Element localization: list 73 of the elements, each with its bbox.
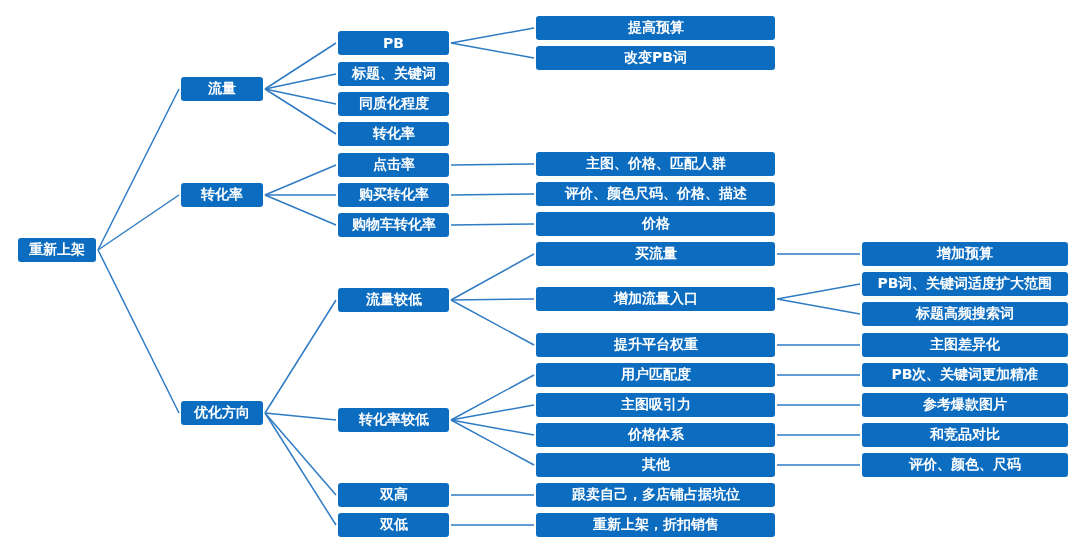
- connector-line: [97, 88, 180, 251]
- topic-box: 流量: [181, 77, 263, 101]
- topic-box: 重新上架: [18, 238, 96, 262]
- connector-line: [776, 374, 861, 376]
- connector-line: [450, 193, 535, 196]
- connector-line: [264, 88, 337, 105]
- connector-line: [264, 299, 337, 414]
- topic-box: 优化方向: [181, 401, 263, 425]
- topic-box: 其他: [536, 453, 775, 477]
- topic-box: 评价、颜色、尺码: [862, 453, 1068, 477]
- topic-box: 价格: [536, 212, 775, 236]
- topic-box: 转化率: [181, 183, 263, 207]
- connector-line: [450, 223, 535, 226]
- connector-line: [450, 42, 535, 59]
- connector-line: [450, 374, 535, 421]
- connector-line: [776, 434, 861, 436]
- topic-box: 流量较低: [338, 288, 449, 312]
- connector-line: [264, 412, 337, 496]
- topic-box: 重新上架，折扣销售: [536, 513, 775, 537]
- connector-line: [776, 344, 861, 346]
- connector-line: [776, 283, 861, 300]
- connector-line: [450, 253, 535, 301]
- topic-box: 购物车转化率: [338, 213, 449, 237]
- topic-box: PB词、关键词适度扩大范围: [862, 272, 1068, 296]
- topic-box: 增加流量入口: [536, 287, 775, 311]
- topic-box: 参考爆款图片: [862, 393, 1068, 417]
- connector-line: [264, 412, 337, 526]
- connector-line: [450, 299, 535, 346]
- connector-line: [450, 163, 535, 166]
- topic-box: 同质化程度: [338, 92, 449, 116]
- topic-box: PB次、关键词更加精准: [862, 363, 1068, 387]
- topic-box: 双低: [338, 513, 449, 537]
- connector-line: [97, 249, 180, 414]
- topic-box: 主图、价格、匹配人群: [536, 152, 775, 176]
- topic-box: 标题、关键词: [338, 62, 449, 86]
- connector-line: [450, 404, 535, 421]
- topic-box: 跟卖自己，多店铺占据坑位: [536, 483, 775, 507]
- topic-box: 用户匹配度: [536, 363, 775, 387]
- connector-line: [776, 298, 861, 315]
- connector-line: [450, 419, 535, 436]
- topic-box: 买流量: [536, 242, 775, 266]
- topic-box: 改变PB词: [536, 46, 775, 70]
- connector-line: [450, 494, 535, 496]
- topic-box: 主图差异化: [862, 333, 1068, 357]
- connector-line: [97, 194, 180, 251]
- topic-box: 转化率: [338, 122, 449, 146]
- connector-line: [264, 42, 337, 90]
- topic-box: 和竞品对比: [862, 423, 1068, 447]
- connector-line: [450, 419, 535, 466]
- connector-line: [776, 404, 861, 406]
- topic-box: 购买转化率: [338, 183, 449, 207]
- topic-box: 提升平台权重: [536, 333, 775, 357]
- connector-line: [264, 194, 337, 226]
- connector-line: [776, 464, 861, 466]
- connector-line: [450, 298, 535, 301]
- connector-line: [264, 164, 337, 196]
- topic-box: 价格体系: [536, 423, 775, 447]
- topic-box: 增加预算: [862, 242, 1068, 266]
- connector-line: [450, 27, 535, 44]
- connector-line: [264, 412, 337, 421]
- topic-box: 主图吸引力: [536, 393, 775, 417]
- topic-box: 标题高频搜索词: [862, 302, 1068, 326]
- topic-box: PB: [338, 31, 449, 55]
- topic-box: 提高预算: [536, 16, 775, 40]
- connector-line: [264, 88, 337, 135]
- connector-line: [264, 194, 337, 196]
- topic-box: 转化率较低: [338, 408, 449, 432]
- topic-box: 点击率: [338, 153, 449, 177]
- connector-line: [776, 253, 861, 255]
- connector-line: [264, 73, 337, 90]
- topic-box: 评价、颜色尺码、价格、描述: [536, 182, 775, 206]
- connector-line: [450, 524, 535, 526]
- topic-box: 双高: [338, 483, 449, 507]
